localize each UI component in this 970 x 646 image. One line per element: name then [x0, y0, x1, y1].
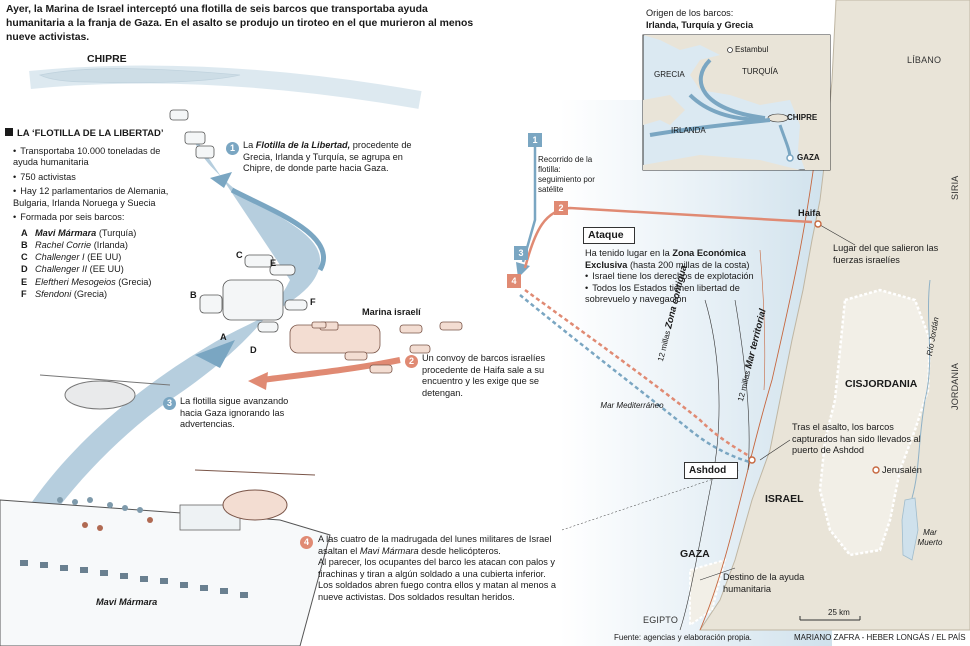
chipre-label: CHIPRE	[87, 53, 127, 65]
egipto-label: EGIPTO	[643, 615, 679, 625]
route-step-1: 1	[528, 133, 542, 147]
scale-label: 25 km	[828, 608, 850, 617]
gaza-strip	[689, 558, 727, 627]
step-2-badge: 2	[405, 355, 418, 368]
gaza-note: Destino de la ayuda humanitaria	[723, 572, 805, 594]
mavi-marmara-illustration	[0, 497, 331, 646]
israel-label: ISRAEL	[765, 493, 804, 505]
ship-letter: C	[236, 250, 243, 260]
helicopter-right	[194, 469, 316, 521]
inset-gaza: GAZA	[797, 153, 820, 162]
source-text: Fuente: agencias y elaboración propia.	[614, 633, 752, 642]
inset-turquia: TURQUÍA	[742, 67, 778, 76]
route-note: Recorrido de la flotilla: seguimiento po…	[538, 155, 595, 194]
mar-mediterraneo-label: Mar Mediterráneo	[600, 401, 664, 410]
step-4-text: A las cuatro de la madrugada del lunes m…	[318, 534, 557, 602]
ataque-title: Ataque	[583, 227, 635, 244]
inset-title: Origen de los barcos: Irlanda, Turquía y…	[646, 8, 754, 30]
dead-sea	[901, 497, 919, 561]
ship-letter: F	[310, 297, 316, 307]
step-1-text: La Flotilla de la Libertad, procedente d…	[243, 140, 412, 173]
coastal-land	[699, 0, 970, 631]
libano-label: LÍBANO	[907, 55, 942, 65]
step-2-text: Un convoy de barcos israelíes procedente…	[422, 353, 546, 398]
credits-text: MARIANO ZAFRA - HEBER LONGÁS / EL PAÍS	[794, 633, 966, 642]
ship-letter: B	[190, 290, 197, 300]
flotilla-heading: LA ‘FLOTILLA DE LA LIBERTAD’	[17, 128, 164, 139]
flotilla-bullet: 750 activistas	[13, 172, 185, 184]
ataque-text: Ha tenido lugar en la Zona Económica Exc…	[585, 248, 770, 306]
headline: Ayer, la Marina de Israel interceptó una…	[6, 4, 474, 43]
inset-grecia: GRECIA	[654, 70, 685, 79]
river-jordan	[911, 279, 931, 499]
ship-letter: A	[220, 332, 227, 342]
mavi-marmara-label: Mavi Mármara	[96, 597, 158, 607]
route-step-2: 2	[554, 201, 568, 215]
inset-irlanda: IRLANDA	[671, 126, 706, 135]
route-step-4: 4	[507, 274, 521, 288]
haifa-note: Lugar del que salieron las fuerzas israe…	[833, 243, 939, 265]
ship-letter: D	[250, 345, 257, 355]
square-bullet-icon	[5, 128, 13, 136]
inset-estambul: Estambul	[735, 45, 769, 54]
jordania-label: JORDANIA	[950, 362, 960, 410]
flotilla-bullet: Formada por seis barcos:	[13, 212, 185, 224]
cisjordania-outline	[818, 288, 932, 557]
siria-label: SIRIA	[950, 175, 960, 200]
ship-letter: E	[270, 258, 277, 268]
step-1-badge: 1	[226, 142, 239, 155]
convoy-arrow	[261, 357, 401, 383]
cisjordania-label: CISJORDANIA	[845, 378, 918, 390]
helicopter-left	[39, 374, 171, 410]
jerusalen-label: Jerusalén	[882, 465, 922, 475]
route-step-3: 3	[514, 246, 528, 260]
step-3-badge: 3	[163, 397, 176, 410]
flotilla-bullet: Transportaba 10.000 toneladas de ayuda h…	[13, 146, 185, 169]
flotilla-bullet: Hay 12 parlamentarios de Alemania, Bulga…	[13, 186, 185, 209]
ashdod-label: Ashdod	[684, 462, 738, 479]
haifa-label: Haifa	[798, 208, 821, 218]
marina-israeli-label: Marina israelí	[362, 307, 421, 317]
gaza-label: GAZA	[680, 548, 710, 560]
step-3-text: La flotilla sigue avanzando hacia Gaza i…	[180, 396, 289, 429]
step-4-badge: 4	[300, 536, 313, 549]
mar-muerto-label: Mar Muerto	[917, 528, 943, 547]
flotilla-info: LA ‘FLOTILLA DE LA LIBERTAD’ Transportab…	[5, 128, 185, 300]
inset-chipre: CHIPRE	[787, 113, 818, 122]
ashdod-note: Tras el asalto, los barcos capturados ha…	[792, 422, 921, 455]
flotilla-bullets: Transportaba 10.000 toneladas de ayuda h…	[5, 146, 185, 224]
